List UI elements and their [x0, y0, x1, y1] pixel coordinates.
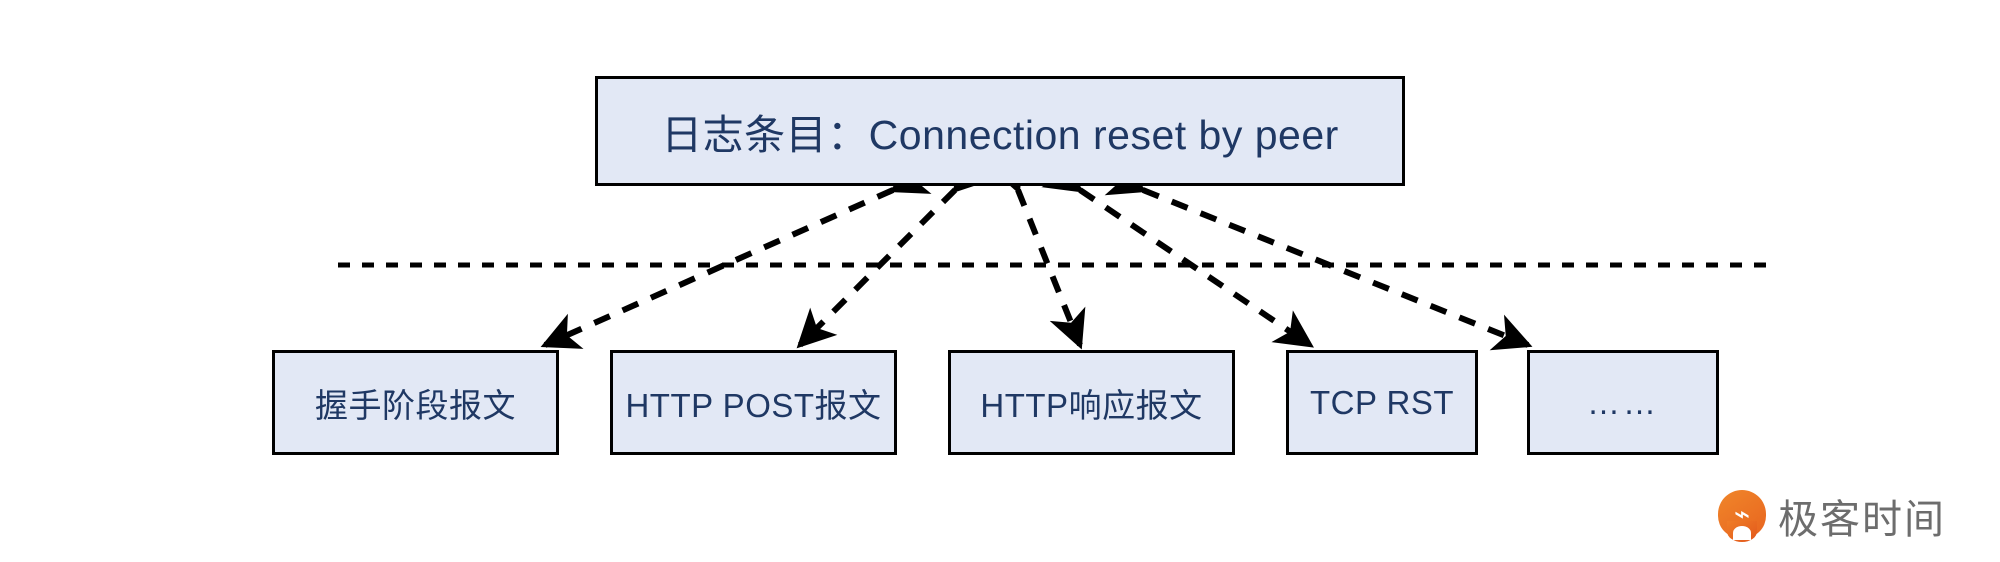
packet-node-http-response: HTTP响应报文: [948, 350, 1235, 455]
packet-node-handshake: 握手阶段报文: [272, 350, 559, 455]
connector-to-tcp-rst: [1041, 155, 1314, 348]
geektime-brand-label: 极客时间: [1778, 497, 1946, 543]
log-entry-label: 日志条目：Connection reset by peer: [661, 112, 1339, 158]
logo-notch: [1733, 526, 1751, 540]
geektime-watermark: ⌁ 极客时间: [1718, 487, 1946, 545]
packet-node-http-post: HTTP POST报文: [610, 350, 897, 455]
logo-glyph: ⌁: [1733, 499, 1751, 530]
packet-node-label: TCP RST: [1309, 383, 1455, 421]
connector-to-handshake: [540, 158, 932, 349]
geektime-logo-icon: ⌁: [1718, 490, 1766, 542]
connector-to-ellipsis: [1104, 159, 1533, 351]
log-entry-node: 日志条目：Connection reset by peer: [595, 76, 1405, 186]
packet-node-ellipsis: ……: [1527, 350, 1719, 455]
packet-node-label: 握手阶段报文: [315, 386, 516, 424]
packet-node-label: HTTP响应报文: [980, 386, 1203, 424]
packet-node-tcp-rst: TCP RST: [1286, 350, 1478, 455]
packet-node-label: ……: [1587, 383, 1659, 421]
connector-to-http-post: [796, 152, 993, 349]
connector-to-http-response: [987, 151, 1086, 350]
packet-node-label: HTTP POST报文: [625, 386, 882, 424]
